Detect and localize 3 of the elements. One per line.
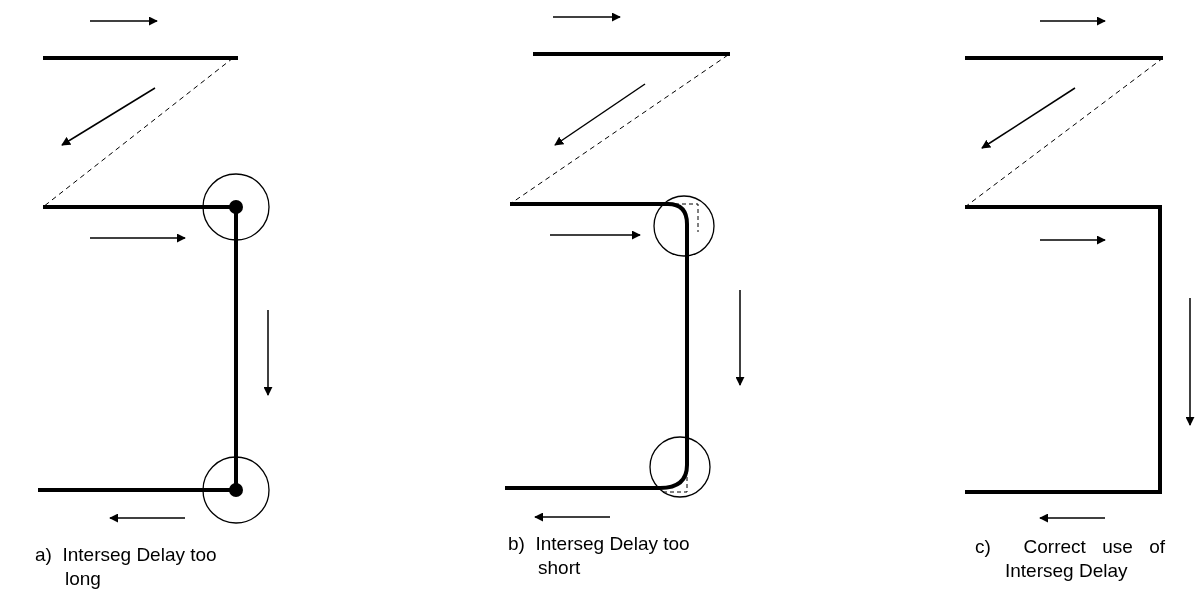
caption-text: c) Correct use of Interseg Delay xyxy=(975,535,1165,583)
caption-text: a) Interseg Delay too long xyxy=(35,543,218,591)
caption-text: b) Interseg Delay too short xyxy=(508,532,691,580)
